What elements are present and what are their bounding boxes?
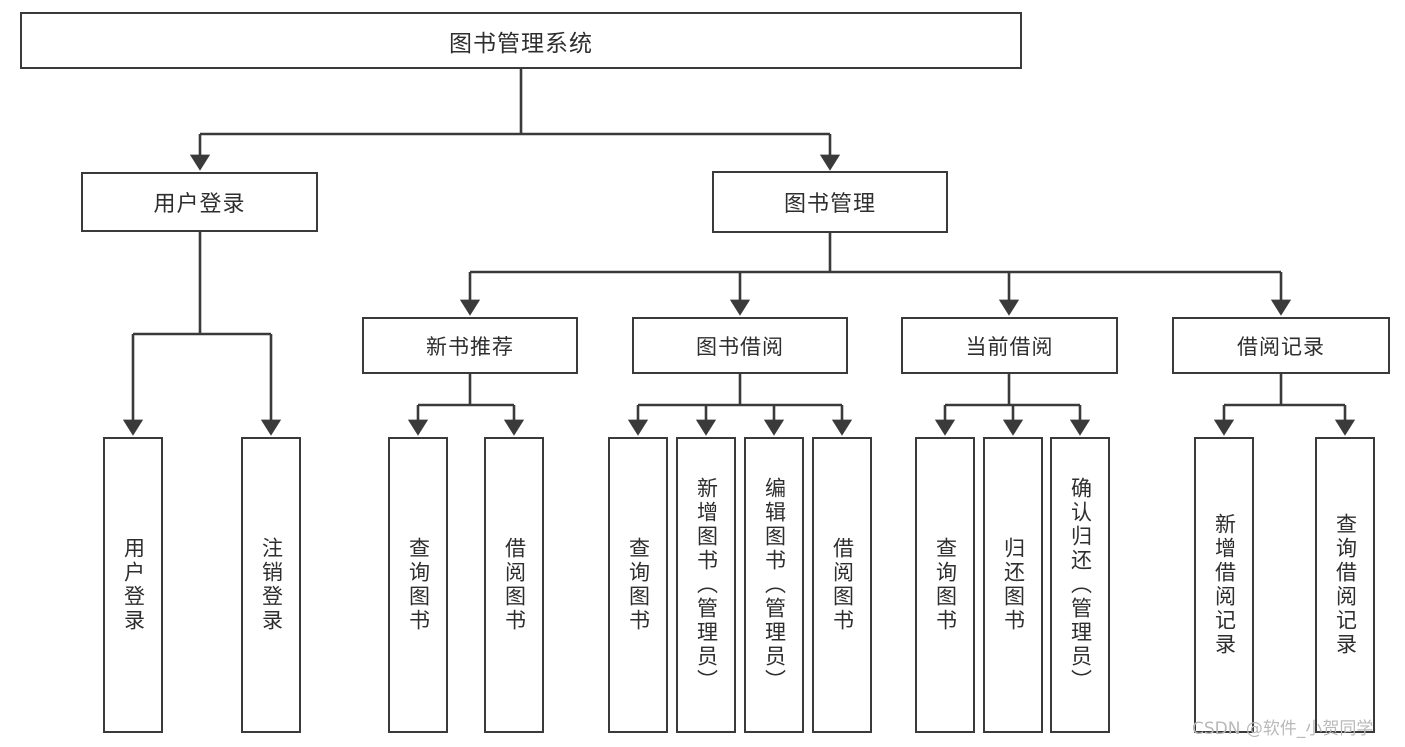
node-leaf-query-book-1[interactable]: 查询图书	[388, 437, 448, 733]
node-leaf-return-book-label: 归还图书	[1001, 537, 1026, 633]
node-leaf-query-book-2-label: 查询图书	[626, 537, 651, 633]
node-current-borrow-label: 当前借阅	[965, 334, 1054, 359]
node-current-borrow[interactable]: 当前借阅	[901, 317, 1118, 374]
node-leaf-borrow-book-1[interactable]: 借阅图书	[484, 437, 544, 733]
node-borrow-record[interactable]: 借阅记录	[1172, 317, 1390, 374]
node-leaf-add-book[interactable]: 新增图书（管理员）	[676, 437, 736, 733]
node-leaf-query-record[interactable]: 查询借阅记录	[1315, 437, 1375, 733]
node-leaf-return-book[interactable]: 归还图书	[983, 437, 1043, 733]
node-leaf-logout[interactable]: 注销登录	[241, 437, 301, 733]
node-leaf-confirm-return-label: 确认归还（管理员）	[1068, 477, 1093, 693]
node-leaf-borrow-book-2-label: 借阅图书	[830, 537, 855, 633]
node-leaf-query-record-label: 查询借阅记录	[1333, 513, 1358, 657]
node-root-label: 图书管理系统	[449, 30, 593, 57]
node-user-login-label: 用户登录	[153, 192, 246, 217]
node-book-management-label: 图书管理	[783, 192, 876, 217]
node-leaf-query-book-1-label: 查询图书	[406, 537, 431, 633]
node-leaf-borrow-book-1-label: 借阅图书	[502, 537, 527, 633]
node-leaf-add-book-label: 新增图书（管理员）	[694, 477, 719, 693]
node-leaf-confirm-return[interactable]: 确认归还（管理员）	[1050, 437, 1110, 733]
node-leaf-edit-book[interactable]: 编辑图书（管理员）	[744, 437, 804, 733]
node-user-login[interactable]: 用户登录	[81, 172, 318, 232]
node-leaf-query-book-3[interactable]: 查询图书	[915, 437, 975, 733]
node-book-management[interactable]: 图书管理	[712, 171, 948, 233]
node-leaf-user-login[interactable]: 用户登录	[103, 437, 163, 733]
node-root[interactable]: 图书管理系统	[20, 12, 1022, 69]
node-leaf-borrow-book-2[interactable]: 借阅图书	[812, 437, 872, 733]
node-leaf-add-record[interactable]: 新增借阅记录	[1194, 437, 1254, 733]
node-new-book-recommend-label: 新书推荐	[426, 334, 514, 359]
node-new-book-recommend[interactable]: 新书推荐	[362, 317, 578, 374]
node-leaf-logout-label: 注销登录	[259, 537, 284, 633]
node-borrow-record-label: 借阅记录	[1237, 334, 1325, 359]
node-leaf-query-book-2[interactable]: 查询图书	[608, 437, 668, 733]
node-book-borrow[interactable]: 图书借阅	[632, 317, 848, 374]
node-leaf-query-book-3-label: 查询图书	[933, 537, 958, 633]
node-leaf-user-login-label: 用户登录	[121, 537, 146, 633]
node-leaf-add-record-label: 新增借阅记录	[1212, 513, 1237, 657]
node-leaf-edit-book-label: 编辑图书（管理员）	[762, 477, 787, 693]
node-book-borrow-label: 图书借阅	[696, 334, 784, 359]
csdn-watermark: CSDN @软件_小贺同学	[1192, 719, 1374, 739]
